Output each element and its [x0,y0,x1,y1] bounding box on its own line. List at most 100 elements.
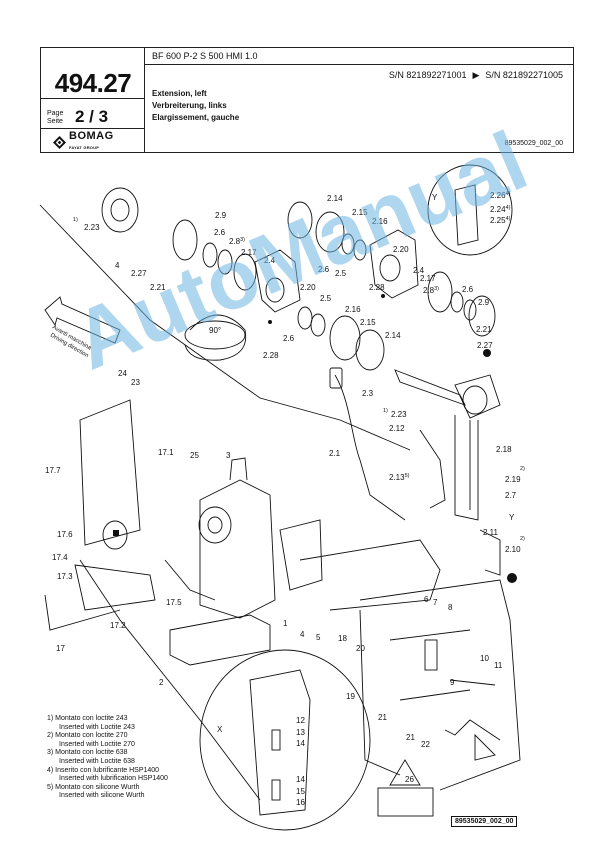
svg-text:2.14: 2.14 [327,194,343,203]
note-line: Inserted with Loctite 638 [59,757,135,765]
svg-text:2.20: 2.20 [300,283,316,292]
svg-text:2: 2 [159,678,164,687]
notes: 1) Montato con loctite 243 Inserted with… [47,715,168,801]
svg-text:90°: 90° [209,326,221,335]
note-line: 2) Montato con loctite 270 [47,732,128,740]
header-divider [144,64,573,65]
svg-text:2.6: 2.6 [283,334,295,343]
page-title: Extension, left Verbreiterung, links Ela… [152,89,240,122]
svg-text:4: 4 [115,261,120,270]
note-line: Inserted with silicone Wurth [59,792,145,800]
svg-text:19: 19 [346,692,355,701]
page-number: 494.27 [54,68,132,98]
svg-text:3: 3 [226,451,231,460]
svg-text:17.3: 17.3 [57,572,73,581]
svg-text:14: 14 [296,775,305,784]
svg-text:Y: Y [432,193,438,202]
svg-text:10: 10 [480,654,489,663]
svg-text:17.7: 17.7 [45,466,61,475]
svg-text:17.5: 17.5 [166,598,182,607]
note-line: 5) Montato con silicone Wurth [47,783,140,791]
note-line: 1) Montato con loctite 243 [47,715,128,722]
svg-text:2.21: 2.21 [476,325,492,334]
svg-text:2.5: 2.5 [320,294,332,303]
svg-text:2.5: 2.5 [335,269,347,278]
svg-text:18: 18 [338,634,347,643]
serial-range: S/N 821892271001 ▶ S/N 821892271005 [389,70,563,81]
svg-text:2.27: 2.27 [131,269,147,278]
svg-text:21: 21 [378,713,387,722]
page-of: 2 / 3 [75,107,109,126]
svg-text:5: 5 [316,633,321,642]
drawing-reference: 89535029_002_00 [504,140,563,147]
svg-text:25: 25 [190,451,199,460]
model-name: BF 600 P-2 S 500 HMI 1.0 [152,51,258,61]
svg-text:2.6: 2.6 [462,285,474,294]
svg-text:9: 9 [450,678,455,687]
svg-text:17: 17 [56,644,65,653]
svg-text:2.6: 2.6 [214,228,226,237]
svg-text:X: X [217,725,223,734]
svg-text:2.16: 2.16 [372,217,388,226]
svg-text:20: 20 [356,644,365,653]
svg-text:1: 1 [283,619,288,628]
note-line: 3) Montato con loctite 638 [47,749,128,757]
svg-text:26: 26 [405,775,414,784]
svg-text:2.9: 2.9 [215,211,227,220]
svg-text:1): 1) [73,217,78,223]
svg-text:2.254): 2.254) [490,216,511,225]
svg-text:2.15: 2.15 [360,318,376,327]
svg-text:13: 13 [296,728,305,737]
svg-text:2.14: 2.14 [385,331,401,340]
svg-text:2): 2) [520,466,525,472]
svg-text:2.3: 2.3 [362,389,374,398]
svg-text:1): 1) [383,408,388,414]
svg-text:2.10: 2.10 [505,545,521,554]
header-divider [41,128,144,129]
svg-text:8: 8 [448,603,453,612]
svg-text:Y: Y [509,513,515,522]
page-label: Page Seite [47,110,64,125]
svg-text:4: 4 [300,630,305,639]
svg-text:24: 24 [118,369,127,378]
svg-text:6: 6 [424,595,429,604]
serial-to: S/N 821892271005 [485,70,563,80]
svg-text:2.12: 2.12 [389,424,405,433]
svg-text:17.2: 17.2 [110,621,126,630]
svg-text:2.4: 2.4 [413,266,425,275]
svg-text:2.4: 2.4 [264,256,276,265]
svg-text:2.83): 2.83) [229,237,245,246]
svg-text:2): 2) [520,536,525,542]
svg-text:2.135): 2.135) [389,473,410,482]
svg-text:17.1: 17.1 [158,448,174,457]
svg-text:15: 15 [296,787,305,796]
svg-text:17.6: 17.6 [57,530,73,539]
svg-text:23: 23 [131,378,140,387]
svg-text:2.17: 2.17 [241,248,257,257]
svg-text:2.28: 2.28 [263,351,279,360]
note-line: Inserted with Loctite 243 [59,723,135,731]
arrow-icon: ▶ [472,70,480,80]
svg-text:2.28: 2.28 [369,283,385,292]
note-line: Inserted with lubrification HSP1400 [59,775,168,783]
svg-text:11: 11 [494,661,503,670]
drawing-code: 89535029_002_00 [451,816,518,827]
svg-text:2.244): 2.244) [490,205,511,214]
svg-text:17.4: 17.4 [52,553,68,562]
svg-text:2.15: 2.15 [352,208,368,217]
svg-text:2.1: 2.1 [329,449,341,458]
header-divider [41,98,144,99]
svg-text:16: 16 [296,798,305,807]
svg-text:22: 22 [421,740,430,749]
svg-text:2.11: 2.11 [483,528,499,537]
svg-text:7: 7 [433,598,438,607]
svg-text:2.9: 2.9 [478,298,490,307]
svg-text:21: 21 [406,733,415,742]
svg-text:2.23: 2.23 [84,223,100,232]
svg-text:2.83): 2.83) [423,286,439,295]
note-line: Inserted with Loctite 270 [59,740,135,748]
note-line: 4) Inserito con lubrificante HSP1400 [47,766,160,774]
